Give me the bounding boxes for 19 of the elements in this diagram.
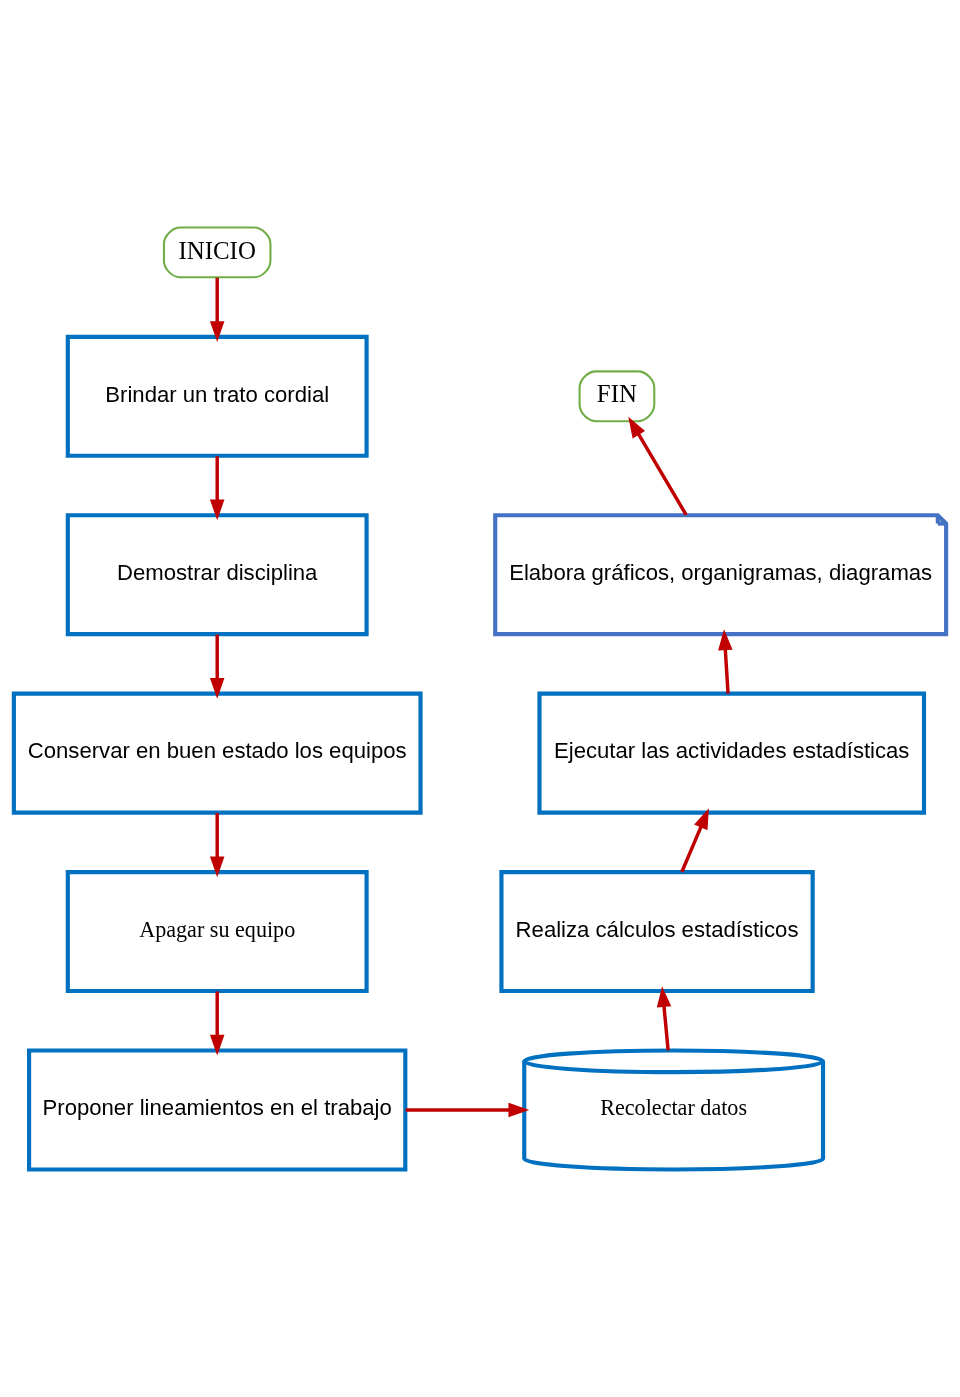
arrow bbox=[209, 813, 225, 878]
node-box: Demostrar disciplina bbox=[65, 513, 369, 637]
node-box: Ejecutar las actividades estadísticas bbox=[537, 691, 927, 815]
arrow bbox=[718, 629, 733, 694]
arrow bbox=[209, 456, 225, 521]
arrow bbox=[628, 416, 688, 516]
arrow bbox=[656, 986, 672, 1051]
node-box: INICIO bbox=[162, 226, 272, 279]
node-box: Conservar en buen estado los equipos bbox=[11, 691, 423, 815]
node-box: Brindar un trato cordial bbox=[65, 334, 369, 458]
arrow bbox=[209, 277, 225, 342]
node-box: FIN bbox=[578, 370, 656, 423]
arrow bbox=[405, 1102, 530, 1118]
arrow bbox=[209, 634, 225, 699]
node-box: Proponer lineamientos en el trabajo bbox=[27, 1048, 408, 1172]
node-box: Realiza cálculos estadísticos bbox=[499, 870, 815, 994]
arrow bbox=[680, 808, 709, 873]
arrow bbox=[209, 991, 225, 1056]
node-box: Apagar su equipo bbox=[65, 870, 369, 994]
